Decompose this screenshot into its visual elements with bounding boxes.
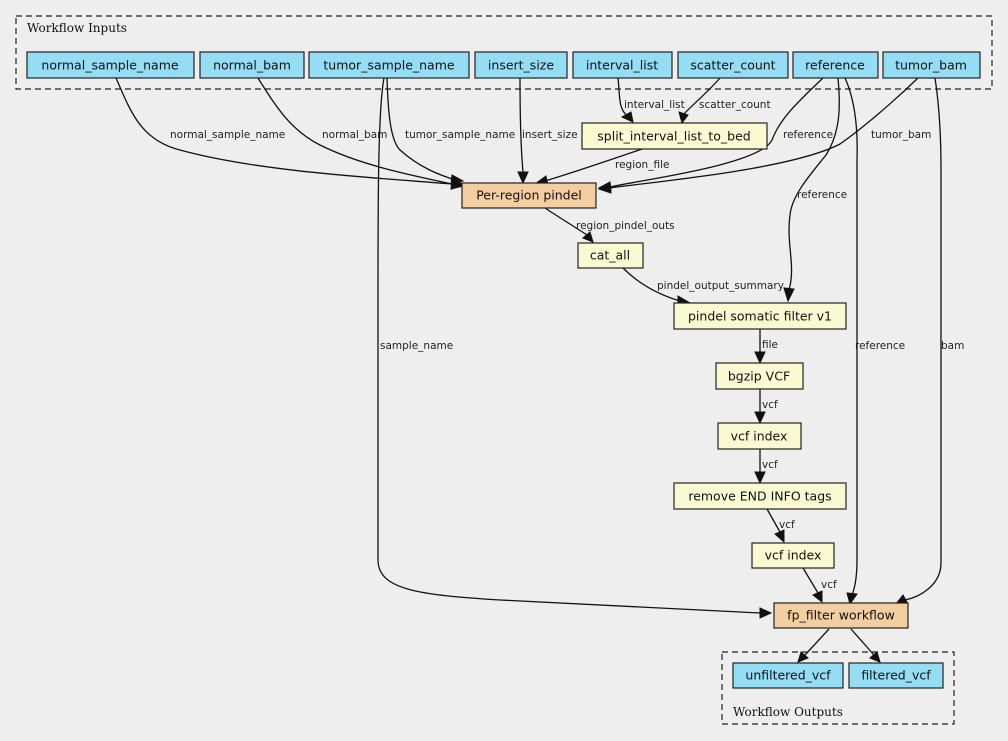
svg-text:filtered_vcf: filtered_vcf <box>861 668 931 683</box>
svg-text:normal_bam: normal_bam <box>322 129 387 141</box>
edge-region-pindel-outs: region_pindel_outs <box>544 207 675 243</box>
output-filtered-vcf[interactable]: filtered_vcf <box>848 662 944 689</box>
edge-bam: bam <box>894 77 964 605</box>
svg-text:bgzip VCF: bgzip VCF <box>728 369 790 384</box>
svg-text:normal_sample_name: normal_sample_name <box>41 58 179 73</box>
svg-text:vcf: vcf <box>762 459 778 471</box>
svg-text:sample_name: sample_name <box>380 340 453 352</box>
svg-text:scatter_count: scatter_count <box>690 58 775 73</box>
step-pindel-somatic-filter[interactable]: pindel somatic filter v1 <box>673 302 847 330</box>
input-tumor-bam[interactable]: tumor_bam <box>882 51 981 79</box>
svg-text:scatter_count: scatter_count <box>699 99 771 111</box>
workflow-inputs-cluster: Workflow Inputs <box>15 15 993 90</box>
input-reference[interactable]: reference <box>792 51 879 79</box>
output-unfiltered-vcf[interactable]: unfiltered_vcf <box>732 662 844 689</box>
edge-vcf-1: vcf <box>754 389 778 425</box>
svg-text:Per-region pindel: Per-region pindel <box>476 188 582 203</box>
step-remove-end-info-tags[interactable]: remove END INFO tags <box>673 482 847 510</box>
svg-text:tumor_sample_name: tumor_sample_name <box>323 58 454 73</box>
step-vcf-index-2[interactable]: vcf index <box>751 542 835 569</box>
edge-vcf-3: vcf <box>766 508 795 544</box>
svg-text:tumor_bam: tumor_bam <box>871 129 931 141</box>
svg-text:vcf: vcf <box>779 519 795 531</box>
svg-text:bam: bam <box>941 340 964 352</box>
svg-text:reference: reference <box>797 189 847 201</box>
input-scatter-count[interactable]: scatter_count <box>677 51 789 79</box>
edge-interval-list: interval_list <box>617 77 685 123</box>
svg-text:insert_size: insert_size <box>488 58 554 73</box>
svg-text:reference: reference <box>783 129 833 141</box>
edge-insert-size: insert_size <box>517 77 578 185</box>
svg-text:region_pindel_outs: region_pindel_outs <box>576 220 675 232</box>
edge-tumor-sample-name: tumor_sample_name <box>386 77 515 185</box>
workflow-inputs-label: Workflow Inputs <box>27 21 127 35</box>
edge-region-file: region_file <box>533 147 669 187</box>
edge-vcf-4: vcf <box>802 567 837 604</box>
svg-text:pindel somatic filter v1: pindel somatic filter v1 <box>688 309 832 324</box>
svg-text:interval_list: interval_list <box>624 99 685 111</box>
edge-file: file <box>754 329 778 365</box>
edge-filtered-vcf <box>850 628 881 663</box>
step-bgzip-vcf[interactable]: bgzip VCF <box>715 362 804 390</box>
input-tumor-sample-name[interactable]: tumor_sample_name <box>308 51 470 79</box>
svg-text:unfiltered_vcf: unfiltered_vcf <box>745 668 831 683</box>
step-fp-filter-workflow[interactable]: fp_filter workflow <box>773 602 909 629</box>
step-split-interval-list-to-bed[interactable]: split_interval_list_to_bed <box>581 122 768 150</box>
svg-text:vcf index: vcf index <box>765 548 822 563</box>
svg-text:tumor_bam: tumor_bam <box>895 58 967 73</box>
workflow-outputs-label: Workflow Outputs <box>733 705 843 719</box>
input-normal-bam[interactable]: normal_bam <box>199 51 305 79</box>
svg-text:normal_bam: normal_bam <box>213 58 291 73</box>
svg-text:split_interval_list_to_bed: split_interval_list_to_bed <box>597 129 750 144</box>
edge-reference-filter: reference <box>783 77 847 303</box>
svg-text:reference: reference <box>805 58 865 73</box>
step-cat-all[interactable]: cat_all <box>577 242 644 269</box>
svg-text:insert_size: insert_size <box>522 129 578 141</box>
edge-tumor-bam: tumor_bam <box>597 77 931 194</box>
edge-pindel-output-summary: pindel_output_summary <box>622 267 784 307</box>
svg-text:cat_all: cat_all <box>590 248 630 263</box>
edge-sample-name: sample_name <box>377 77 773 619</box>
input-normal-sample-name[interactable]: normal_sample_name <box>26 51 195 79</box>
input-insert-size[interactable]: insert_size <box>474 51 568 79</box>
step-per-region-pindel[interactable]: Per-region pindel <box>461 182 597 209</box>
svg-text:vcf: vcf <box>821 579 837 591</box>
svg-text:remove END INFO tags: remove END INFO tags <box>688 489 831 504</box>
svg-text:reference: reference <box>855 340 905 352</box>
svg-text:vcf: vcf <box>762 399 778 411</box>
edge-unfiltered-vcf <box>797 628 830 663</box>
edge-vcf-2: vcf <box>754 449 778 485</box>
workflow-outputs-cluster: Workflow Outputs <box>721 651 955 725</box>
svg-text:vcf index: vcf index <box>731 429 788 444</box>
edge-reference-fp: reference <box>844 77 905 606</box>
svg-text:normal_sample_name: normal_sample_name <box>170 129 285 141</box>
svg-text:region_file: region_file <box>615 159 669 171</box>
svg-text:fp_filter workflow: fp_filter workflow <box>787 608 895 623</box>
svg-text:file: file <box>762 339 778 351</box>
edge-scatter-count: scatter_count <box>678 77 771 125</box>
input-interval-list[interactable]: interval_list <box>572 51 673 79</box>
step-vcf-index-1[interactable]: vcf index <box>717 422 802 450</box>
svg-text:interval_list: interval_list <box>586 58 658 73</box>
svg-text:tumor_sample_name: tumor_sample_name <box>405 129 515 141</box>
svg-text:pindel_output_summary: pindel_output_summary <box>657 280 784 292</box>
